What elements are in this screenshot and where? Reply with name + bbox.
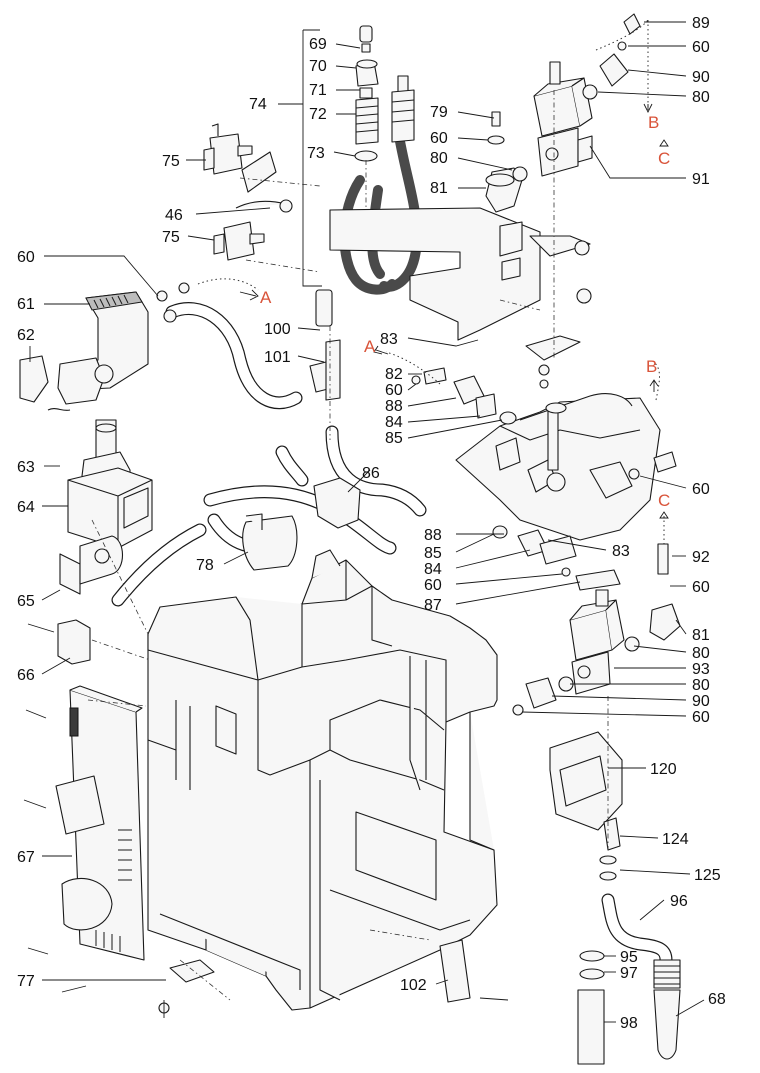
callout-93: 93 — [692, 661, 710, 678]
connection-references: A A B B C C — [239, 103, 670, 519]
ref-letter-c-upper: C — [658, 149, 670, 168]
micro-switches — [203, 123, 293, 261]
callout-120: 120 — [650, 761, 677, 778]
callout-84-lower: 84 — [424, 561, 442, 578]
callout-72: 72 — [309, 106, 327, 123]
upper-solenoid — [485, 13, 641, 213]
callout-91: 91 — [692, 171, 710, 188]
dose-regulator — [19, 291, 149, 411]
callout-80-r1: 80 — [692, 645, 710, 662]
callout-82: 82 — [385, 366, 403, 383]
callout-102: 102 — [400, 977, 427, 994]
callout-98: 98 — [620, 1015, 638, 1032]
leader-lines — [29, 21, 705, 1023]
callout-77: 77 — [17, 973, 35, 990]
callout-60-topright: 60 — [692, 39, 710, 56]
callout-79: 79 — [430, 104, 448, 121]
callout-90-lower: 90 — [692, 693, 710, 710]
callout-100: 100 — [264, 321, 291, 338]
callout-90-top: 90 — [692, 69, 710, 86]
pump — [59, 419, 153, 595]
callout-65: 65 — [17, 593, 35, 610]
steam-unit — [549, 731, 681, 1065]
callout-87: 87 — [424, 597, 442, 614]
callout-80-topright: 80 — [692, 89, 710, 106]
callout-81-lower: 81 — [692, 627, 710, 644]
connectors — [156, 282, 677, 591]
callout-125: 125 — [694, 867, 721, 884]
ref-letter-c-lower: C — [658, 491, 670, 510]
mounting-bracket — [329, 207, 592, 389]
callout-97: 97 — [620, 965, 638, 982]
ref-letter-b-lower: B — [646, 357, 657, 376]
callout-88-lower: 88 — [424, 527, 442, 544]
assembly-lines — [87, 19, 665, 1001]
lower-solenoid — [512, 543, 681, 716]
callout-83-upper: 83 — [380, 331, 398, 348]
callout-60-left: 60 — [17, 249, 35, 266]
callout-88-upper: 88 — [385, 398, 403, 415]
callout-75-upper: 75 — [162, 153, 180, 170]
ref-letter-b-upper: B — [648, 113, 659, 132]
callout-60-mid: 60 — [385, 382, 403, 399]
callout-69: 69 — [309, 36, 327, 53]
callout-labels: 69 70 71 72 73 74 75 46 75 60 61 62 63 6… — [17, 15, 726, 1032]
callout-68: 68 — [708, 991, 726, 1008]
callout-71: 71 — [309, 82, 327, 99]
misc-parts — [23, 619, 509, 1018]
callout-96: 96 — [670, 893, 688, 910]
brew-unit-base — [455, 393, 661, 541]
callout-84-upper: 84 — [385, 414, 403, 431]
callout-81-top: 81 — [430, 180, 448, 197]
callout-89: 89 — [692, 15, 710, 32]
main-housing — [147, 549, 498, 1011]
callout-124: 124 — [662, 831, 689, 848]
callout-83-lower: 83 — [612, 543, 630, 560]
callout-60-r2: 60 — [692, 579, 710, 596]
callout-64: 64 — [17, 499, 35, 516]
callout-85-upper: 85 — [385, 430, 403, 447]
callout-75-lower: 75 — [162, 229, 180, 246]
callout-74: 74 — [249, 96, 267, 113]
callout-60-r3: 60 — [692, 709, 710, 726]
callout-80-top: 80 — [430, 150, 448, 167]
callout-63: 63 — [17, 459, 35, 476]
callout-46: 46 — [165, 207, 183, 224]
circuit-board — [55, 685, 145, 961]
callout-101: 101 — [264, 349, 291, 366]
callout-92: 92 — [692, 549, 710, 566]
valve-stack — [354, 25, 415, 162]
ref-letter-a-lower: A — [364, 337, 376, 356]
callout-70: 70 — [309, 58, 327, 75]
callout-67: 67 — [17, 849, 35, 866]
callout-61: 61 — [17, 296, 35, 313]
callout-60-right: 60 — [692, 481, 710, 498]
callout-80-r2: 80 — [692, 677, 710, 694]
callout-95: 95 — [620, 949, 638, 966]
callout-85-lower: 85 — [424, 545, 442, 562]
callout-73: 73 — [307, 145, 325, 162]
ref-letter-a-upper: A — [260, 288, 272, 307]
callout-62: 62 — [17, 327, 35, 344]
callout-60-top: 60 — [430, 130, 448, 147]
callout-86: 86 — [362, 465, 380, 482]
callout-78: 78 — [196, 557, 214, 574]
callout-60-lowermid: 60 — [424, 577, 442, 594]
callout-66: 66 — [17, 667, 35, 684]
